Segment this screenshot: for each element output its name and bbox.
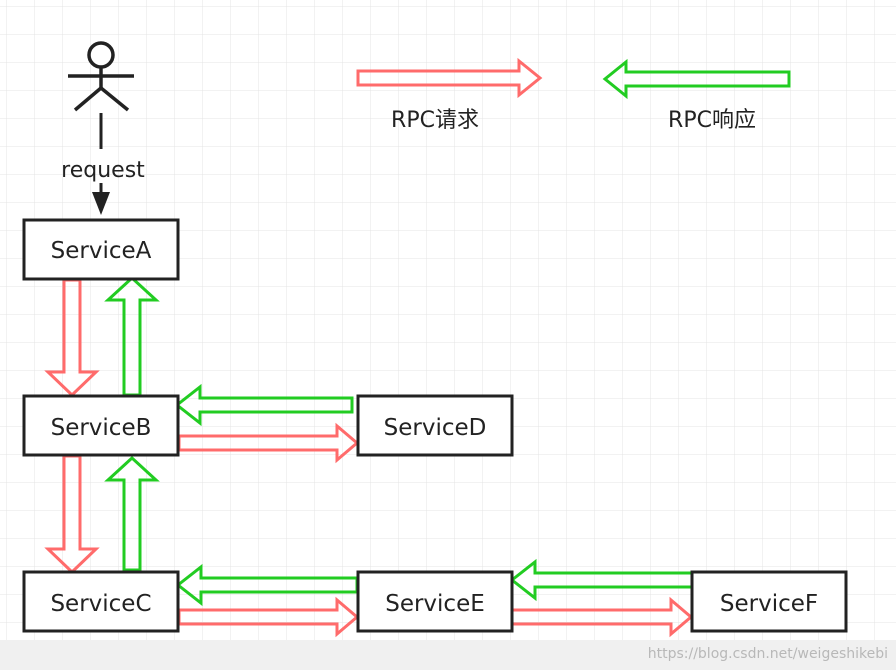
response-arrow-d-to-b bbox=[174, 383, 354, 427]
service-e-label: ServiceE bbox=[385, 591, 485, 617]
legend-request-arrow bbox=[356, 57, 543, 99]
request-arrow-c-to-e bbox=[177, 596, 360, 638]
request-arrow-b-to-c bbox=[44, 454, 100, 575]
actor-figure bbox=[68, 41, 134, 112]
request-arrow-e-to-f bbox=[510, 596, 694, 638]
legend-request-label: RPC请求 bbox=[391, 108, 479, 133]
service-b-box[interactable]: ServiceB bbox=[22, 394, 180, 457]
service-e-box[interactable]: ServiceE bbox=[356, 570, 514, 633]
response-arrow-f-to-e bbox=[509, 558, 694, 602]
service-a-label: ServiceA bbox=[51, 238, 152, 264]
bottom-band bbox=[0, 640, 896, 670]
legend-response-label: RPC响应 bbox=[668, 108, 756, 133]
service-f-box[interactable]: ServiceF bbox=[690, 570, 848, 633]
response-arrow-b-to-a bbox=[104, 275, 160, 397]
actor-request-label: request bbox=[61, 158, 145, 183]
request-arrow-b-to-d bbox=[177, 422, 360, 464]
service-b-label: ServiceB bbox=[51, 415, 152, 441]
response-arrow-c-to-b bbox=[104, 455, 160, 572]
grid-background bbox=[0, 0, 896, 640]
request-arrow-a-to-b bbox=[44, 278, 100, 398]
service-a-box[interactable]: ServiceA bbox=[22, 218, 180, 281]
service-d-box[interactable]: ServiceD bbox=[356, 394, 514, 457]
request-arrowhead bbox=[92, 192, 110, 215]
service-c-box[interactable]: ServiceC bbox=[22, 570, 180, 633]
service-d-label: ServiceD bbox=[384, 415, 487, 441]
response-arrow-e-to-c bbox=[175, 563, 359, 607]
watermark-text: https://blog.csdn.net/weigeshikebi bbox=[648, 646, 888, 662]
service-f-label: ServiceF bbox=[720, 591, 818, 617]
legend-response-arrow bbox=[602, 58, 791, 100]
service-c-label: ServiceC bbox=[50, 591, 151, 617]
